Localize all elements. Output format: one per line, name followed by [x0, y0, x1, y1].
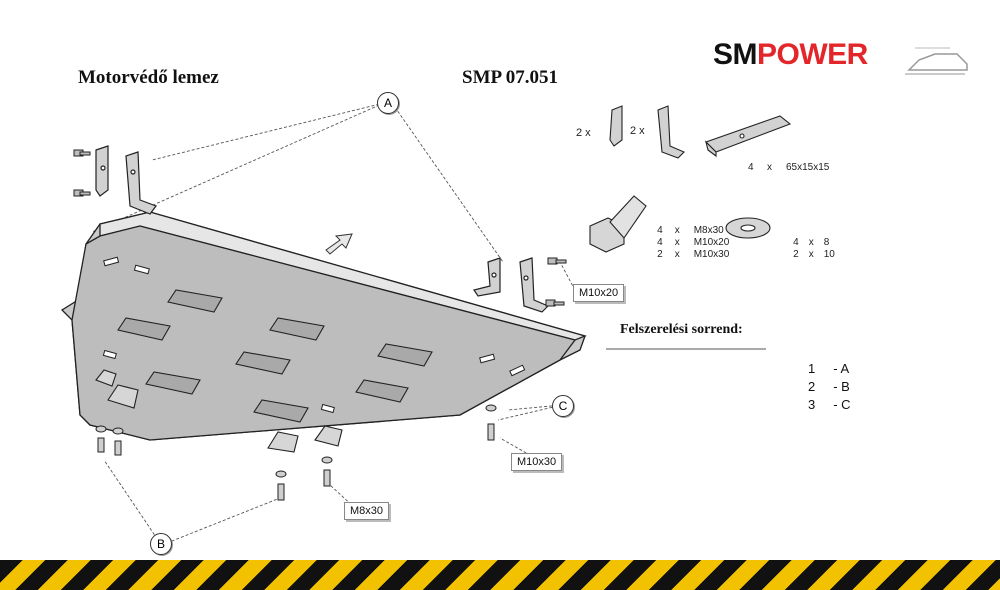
sequence-list: 1- A 2- B 3- C — [808, 360, 851, 414]
washer-qty: 4 — [793, 237, 799, 248]
reinforcement-bar — [704, 115, 792, 153]
bolt-x: x — [674, 237, 680, 248]
callout-m10x30: M10x30 — [511, 453, 563, 471]
callout-letter-c: C — [552, 395, 574, 417]
washer-size: 8 — [823, 237, 830, 248]
logo-power: POWER — [757, 38, 868, 71]
bar-qty: 4 — [748, 162, 754, 173]
part-code: SMP 07.051 — [462, 67, 559, 88]
bar-x: x — [767, 162, 772, 173]
hazard-stripe — [0, 560, 1000, 590]
bolt-size: M10x20 — [693, 237, 730, 248]
bolt-x: x — [674, 225, 680, 236]
sequence-step: 2- B — [808, 379, 850, 394]
washer-part — [725, 217, 771, 239]
bolt-qty: 4 — [657, 225, 663, 236]
washer-x: x — [808, 237, 814, 248]
bolt-size: M10x30 — [693, 249, 730, 260]
bolt-x: x — [674, 249, 680, 260]
bracket-a-qty: 2 x — [576, 127, 591, 139]
page-title: Motorvédő lemez — [78, 67, 219, 88]
bracket-right — [473, 257, 550, 313]
direction-arrow-icon — [325, 233, 353, 255]
bolt-size: M8x30 — [693, 225, 724, 236]
callout-m8x30: M8x30 — [344, 502, 390, 520]
callout-m10x20: M10x20 — [573, 284, 625, 302]
bracket-part-a — [609, 105, 623, 147]
sequence-step: 1- A — [808, 361, 850, 376]
washer-size: 10 — [823, 249, 835, 260]
smpower-logo: SMPOWER — [713, 38, 868, 72]
callout-letter-a: A — [377, 92, 399, 114]
washer-qty: 2 — [793, 249, 799, 260]
bracket-left — [95, 145, 157, 215]
bolt-qty: 2 — [657, 249, 663, 260]
bolt-qty: 4 — [657, 237, 663, 248]
bracket-b-qty: 2 x — [630, 125, 645, 137]
bolt-part — [589, 195, 647, 253]
washer-x: x — [808, 249, 814, 260]
bar-size: 65x15x15 — [786, 162, 830, 173]
car-silhouette-icon — [905, 47, 968, 75]
assembly-diagram — [60, 102, 792, 544]
logo-sm: SM — [713, 38, 758, 71]
callout-letter-b: B — [150, 533, 172, 555]
sequence-step: 3- C — [808, 397, 851, 412]
sequence-heading: Felszerelési sorrend: — [620, 322, 743, 337]
bracket-part-b — [657, 105, 685, 159]
